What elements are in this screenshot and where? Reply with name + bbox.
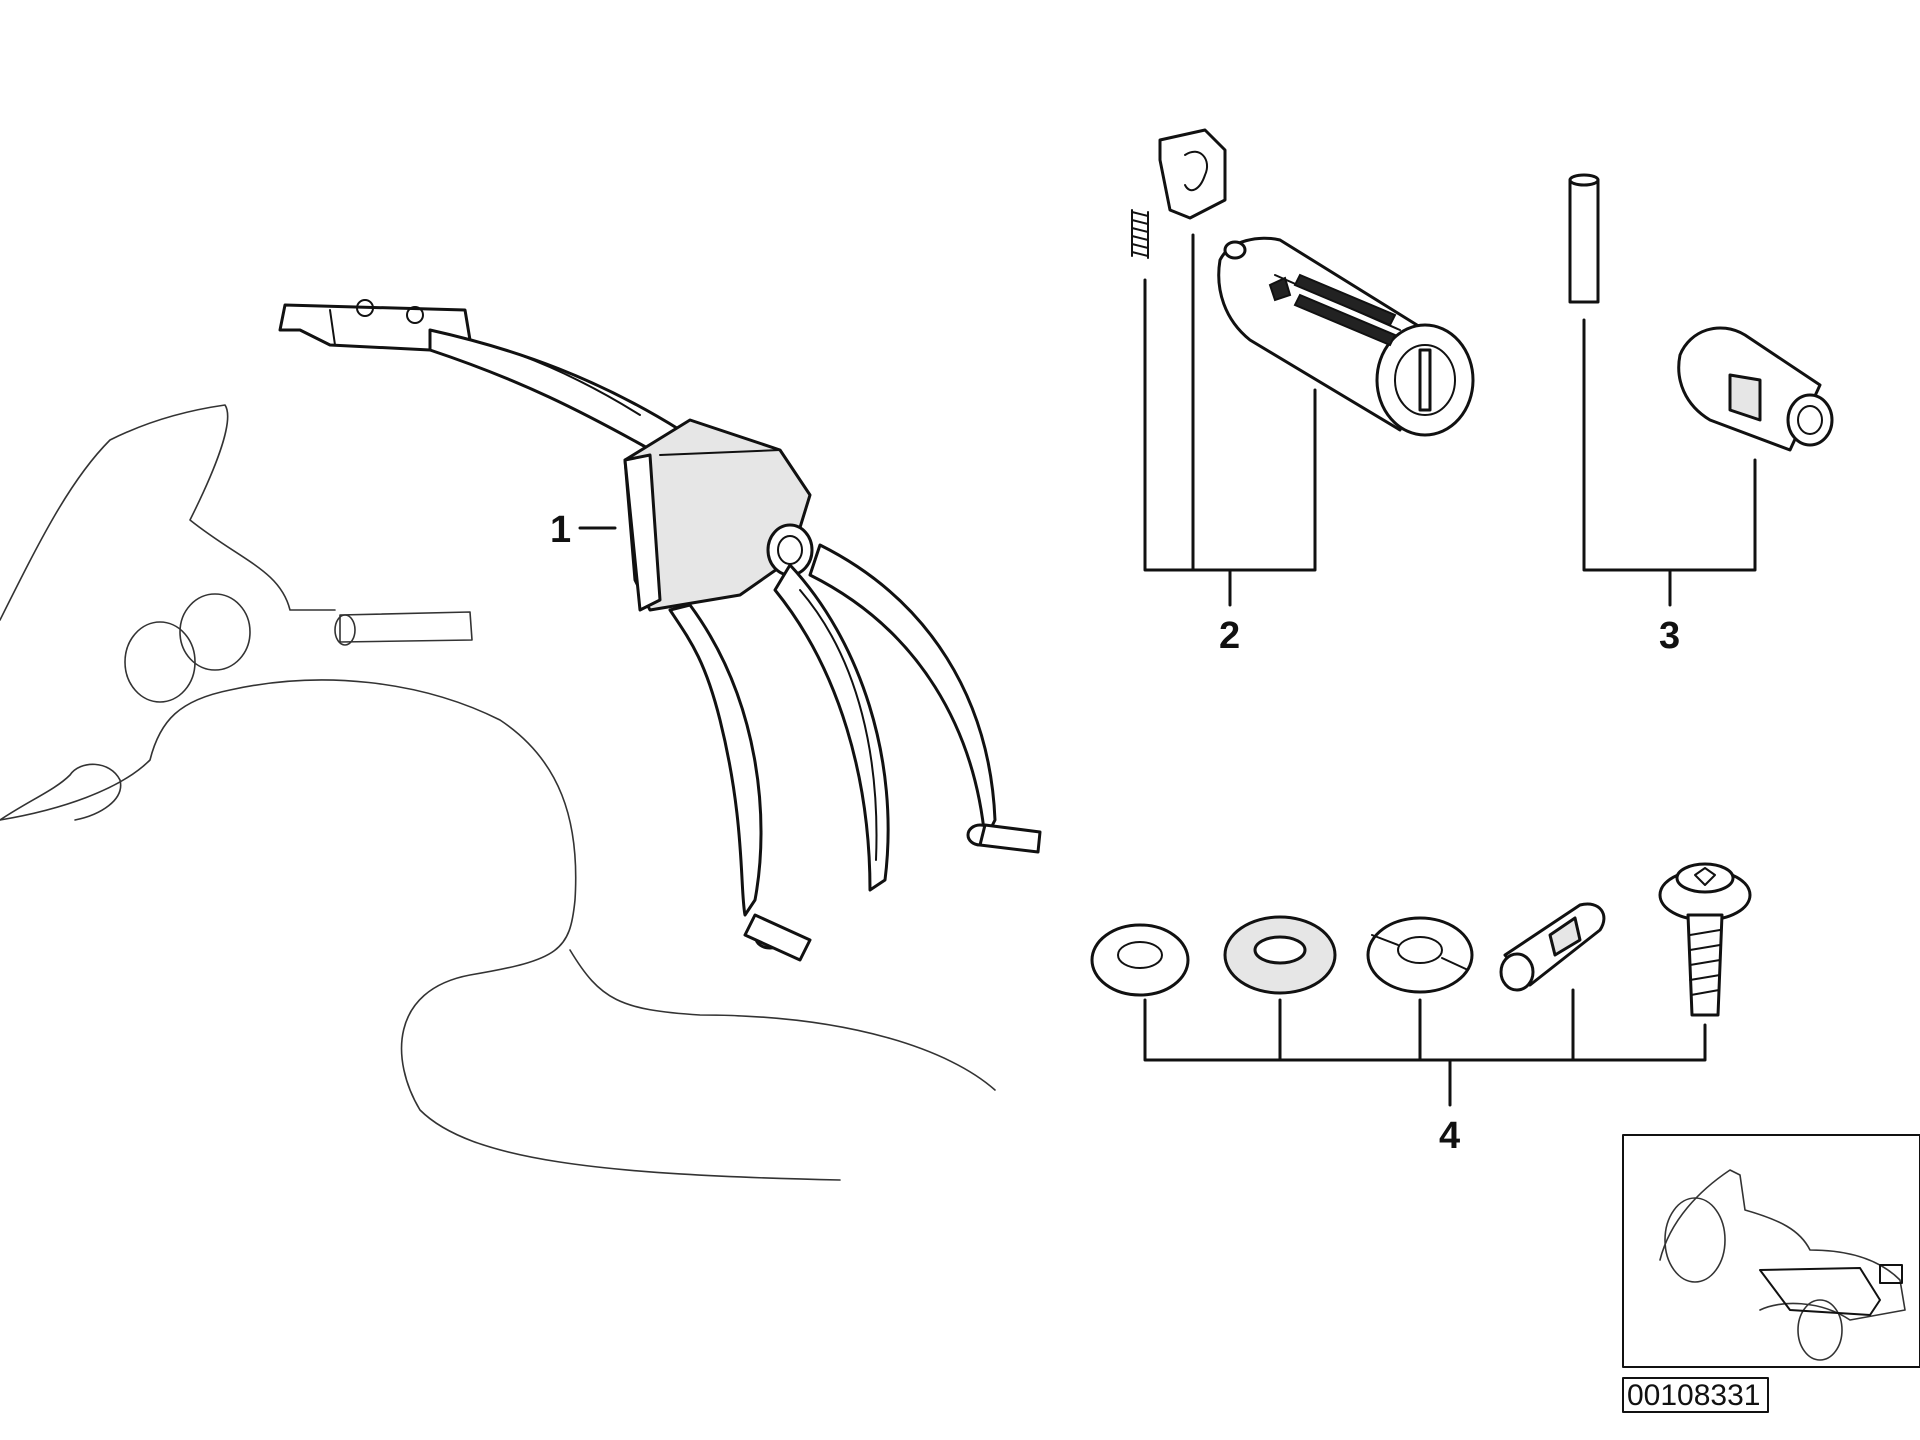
spring-washer-part	[1366, 916, 1474, 994]
hardware-set-part	[1090, 862, 1752, 1107]
callout-4-leader	[1143, 988, 1707, 1107]
ghost-knob-right	[179, 593, 251, 671]
lock-cylinder-part	[1217, 236, 1475, 437]
callout-2-label: 2	[1219, 615, 1240, 657]
spring-part	[1131, 209, 1149, 259]
callout-1-label: 1	[550, 509, 571, 551]
lock-cylinder-set-part	[1131, 128, 1475, 607]
toothed-washer-part	[1223, 915, 1337, 995]
drawing-number: 00108331	[1627, 1379, 1760, 1412]
pin-part	[1568, 173, 1600, 304]
helmet-holder-part	[278, 299, 1042, 962]
inset-thumbnail	[1622, 1134, 1920, 1368]
inset-front-wheel	[1664, 1197, 1726, 1283]
lock-barrel-set-part	[1568, 173, 1834, 607]
callout-4-label: 4	[1439, 1115, 1460, 1157]
callout-3-leader	[1582, 318, 1757, 607]
flat-washer-part	[1090, 923, 1190, 997]
callout-3-label: 3	[1659, 615, 1680, 657]
barrel-part	[1677, 326, 1834, 452]
callout-2-leader	[1143, 233, 1317, 607]
clip-plate-part	[1158, 128, 1227, 220]
drawing-number-box: 00108331	[1622, 1377, 1769, 1413]
sleeve-part	[1499, 902, 1606, 992]
screw-part	[1658, 862, 1752, 1017]
ghost-knob-left	[124, 621, 196, 703]
inset-rear-wheel	[1797, 1299, 1843, 1361]
motorcycle-outline	[0, 404, 996, 1181]
